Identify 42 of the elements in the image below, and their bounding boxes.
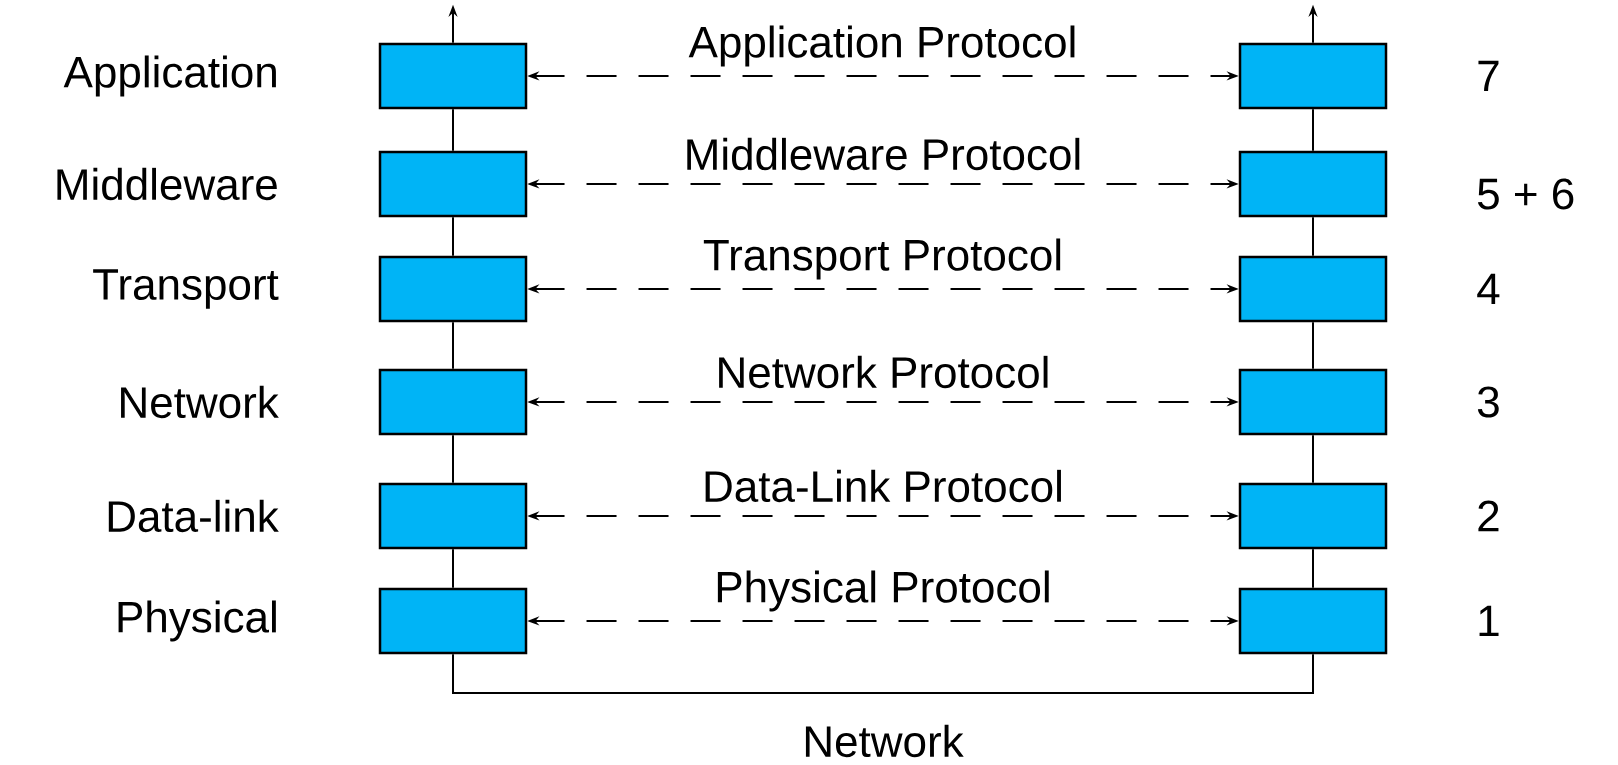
layer-name: Application [63, 55, 276, 97]
layer-box [1238, 255, 1388, 323]
connector [1312, 548, 1314, 589]
layer-name: Network [121, 385, 279, 419]
layer-box [378, 368, 528, 436]
layer-box [378, 587, 528, 655]
edge-label: Application Protocol [686, 23, 1080, 69]
layer-box [378, 255, 528, 323]
layer-name: Data-link [108, 499, 279, 533]
layer-box [1238, 368, 1388, 436]
layer-box [1238, 482, 1388, 550]
connector [1312, 108, 1314, 152]
edge-label: Network [800, 722, 966, 760]
connector [1312, 216, 1314, 257]
edge-label: Network Protocol [713, 353, 1053, 391]
layer-number: 5 + 6 [1477, 178, 1574, 210]
edge-label: Transport Protocol [700, 236, 1066, 282]
layer-box [378, 482, 528, 550]
edge-label: Data-Link Protocol [700, 467, 1066, 505]
edge-label: Middleware Protocol [681, 135, 1085, 173]
layer-number: 4 [1477, 273, 1500, 305]
connector [452, 108, 454, 152]
connector [1312, 321, 1314, 370]
layer-box [1238, 587, 1388, 655]
layer-number: 1 [1479, 605, 1499, 637]
edge-label: Physical Protocol [712, 568, 1054, 614]
connector [1312, 434, 1314, 484]
layer-number: 2 [1478, 500, 1499, 532]
layer-number: 7 [1478, 60, 1499, 92]
layer-name: Transport [93, 269, 279, 309]
connector [452, 653, 1314, 694]
connector [452, 216, 454, 257]
layer-box [1238, 42, 1388, 110]
connector [452, 548, 454, 589]
connector [452, 434, 454, 484]
connector [452, 321, 454, 370]
layer-box [378, 42, 528, 110]
layer-name: Physical [118, 600, 276, 642]
layer-box [378, 150, 528, 218]
layer-box [1238, 150, 1388, 218]
layer-name: Middleware [57, 167, 277, 201]
layer-number: 3 [1477, 386, 1499, 418]
